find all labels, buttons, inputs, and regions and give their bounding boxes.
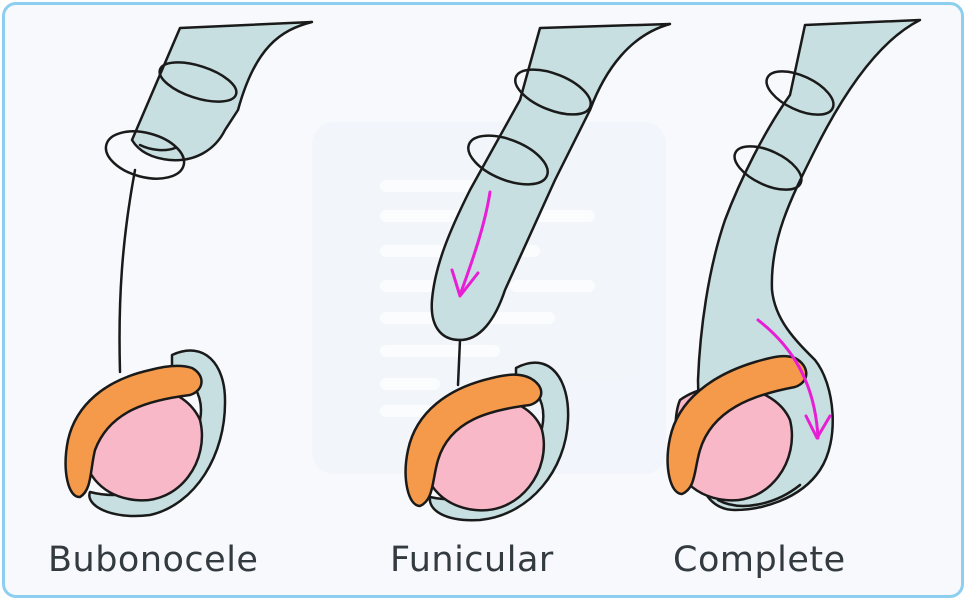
obliterated-processus xyxy=(120,170,135,372)
bubonocele-illustration xyxy=(66,22,312,516)
hernia-sac xyxy=(132,22,312,160)
label-complete: Complete xyxy=(673,540,846,588)
label-funicular: Funicular xyxy=(390,540,554,588)
complete-illustration xyxy=(668,20,920,510)
label-bubonocele: Bubonocele xyxy=(48,540,258,588)
